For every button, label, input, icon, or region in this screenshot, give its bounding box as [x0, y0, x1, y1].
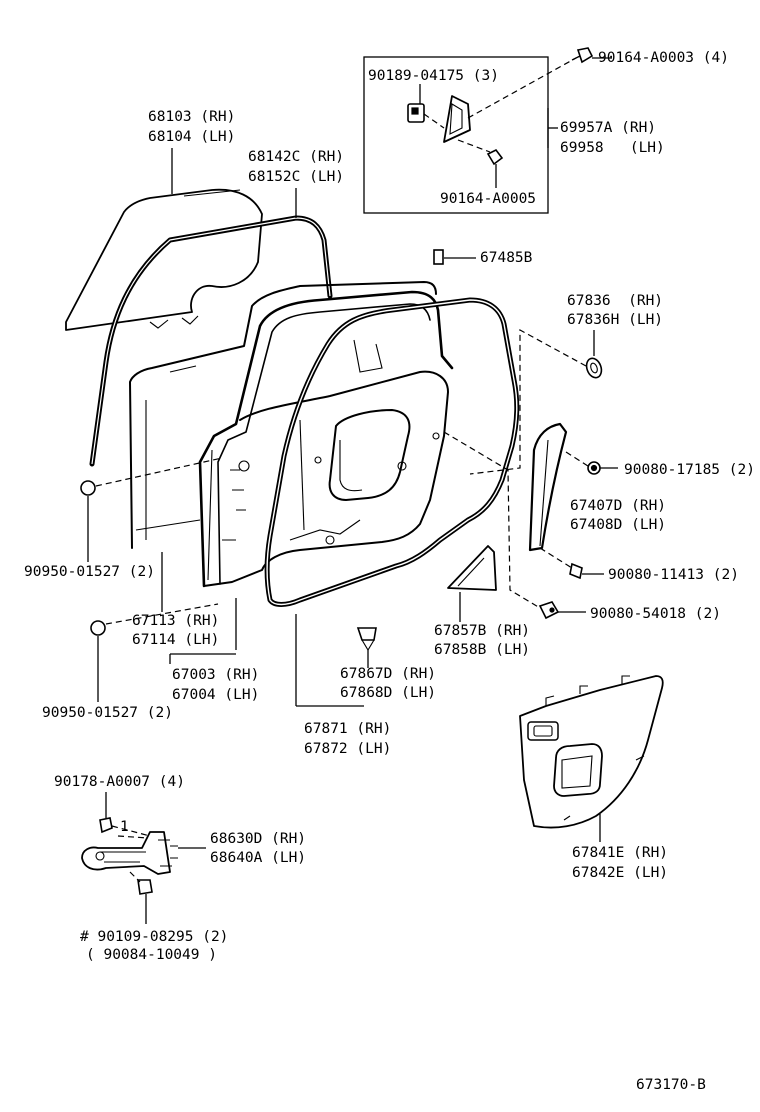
- label-67872: 67872 (LH): [304, 741, 392, 757]
- label-68640A: 68640A (LH): [210, 850, 307, 866]
- label-90084-10049: ( 90084-10049 ): [86, 947, 217, 963]
- label-67114: 67114 (LH): [132, 632, 220, 648]
- clip-90080-54018: [538, 601, 560, 620]
- label-69957A: 69957A (RH): [560, 120, 657, 136]
- door-check-68630D: [81, 831, 178, 875]
- label-69958: 69958 (LH): [560, 140, 665, 156]
- label-90950-01527-a: 90950-01527 (2): [24, 564, 155, 580]
- bolt-90080-11413: [569, 562, 583, 580]
- label-67003: 67003 (RH): [172, 667, 260, 683]
- trim-67407D: [528, 422, 568, 552]
- label-90178-A0007: 90178-A0007 (4): [54, 774, 185, 790]
- label-67407D: 67407D (RH): [570, 498, 667, 514]
- label-67408D: 67408D (LH): [570, 517, 667, 533]
- bolt-90178-A0007: [99, 817, 113, 834]
- label-90080-54018: 90080-54018 (2): [590, 606, 721, 622]
- door-glass-68103: [65, 188, 263, 331]
- label-68103: 68103 (RH): [148, 109, 236, 125]
- bolt-90164-A0003: [571, 47, 594, 64]
- plug-90950-01527-b: [90, 620, 106, 636]
- clip-67485B: [433, 249, 444, 265]
- diagram-id: 673170-B: [636, 1077, 706, 1093]
- label-67113: 67113 (RH): [132, 613, 220, 629]
- door-panel-67003: [129, 281, 437, 549]
- label-67871: 67871 (RH): [304, 721, 392, 737]
- label-67868D: 67868D (LH): [340, 685, 437, 701]
- label-90080-17185: 90080-17185 (2): [624, 462, 755, 478]
- label-67842E: 67842E (LH): [572, 865, 669, 881]
- grommet-67836: [585, 357, 603, 379]
- label-callout-1: 1: [120, 819, 129, 835]
- label-67836H: 67836H (LH): [567, 312, 664, 328]
- label-68152C: 68152C (LH): [248, 169, 345, 185]
- label-67485B: 67485B: [480, 250, 533, 266]
- label-67857B: 67857B (RH): [434, 623, 531, 639]
- label-90164-A0005: 90164-A0005: [440, 191, 537, 207]
- clip-67867D: [356, 627, 377, 652]
- label-67841E: 67841E (RH): [572, 845, 669, 861]
- label-90950-01527-b: 90950-01527 (2): [42, 705, 173, 721]
- panel-67841E: [519, 675, 664, 829]
- label-68630D: 68630D (RH): [210, 831, 307, 847]
- door-inner-frame: [198, 290, 454, 588]
- label-67004: 67004 (LH): [172, 687, 260, 703]
- plug-90950-01527-a: [80, 480, 96, 496]
- label-67836: 67836 (RH): [567, 293, 664, 309]
- clip-90189-04175: [407, 103, 425, 123]
- weatherstrip-67871: [264, 297, 520, 607]
- cover-69957A: [443, 95, 471, 143]
- label-68142C: 68142C (RH): [248, 149, 345, 165]
- label-90080-11413: 90080-11413 (2): [608, 567, 739, 583]
- label-68104: 68104 (LH): [148, 129, 236, 145]
- label-67858B: 67858B (LH): [434, 642, 531, 658]
- bolt-90109-08295: [137, 879, 153, 895]
- label-67867D: 67867D (RH): [340, 666, 437, 682]
- label-90109-08295: # 90109-08295 (2): [80, 929, 229, 945]
- run-channel-68142C: [89, 215, 333, 467]
- label-90189-04175: 90189-04175 (3): [368, 68, 499, 84]
- bolt-90164-A0005: [486, 148, 504, 166]
- trim-67857B: [447, 545, 497, 591]
- nut-90080-17185: [587, 461, 601, 475]
- label-90164-A0003: 90164-A0003 (4): [598, 50, 729, 66]
